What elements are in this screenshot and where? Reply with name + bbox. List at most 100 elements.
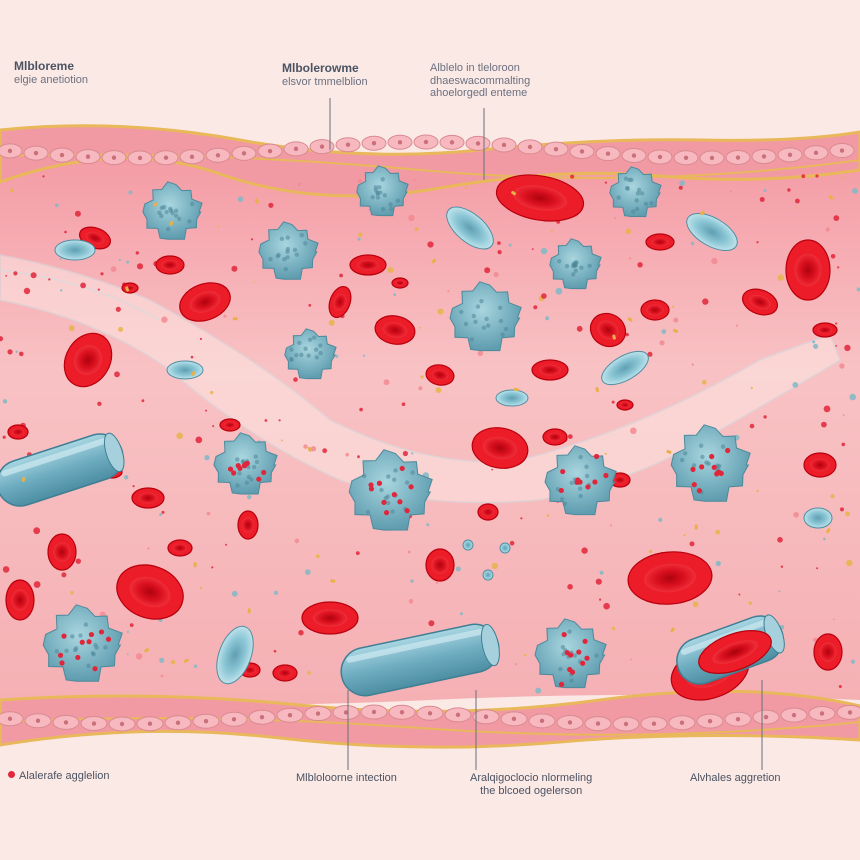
- particle: [691, 363, 694, 366]
- particle: [419, 326, 422, 329]
- particle: [541, 293, 547, 299]
- particle: [136, 263, 144, 270]
- particle: [147, 547, 150, 550]
- particle: [611, 626, 616, 631]
- particle: [777, 274, 784, 281]
- wall-cell-nucleus: [579, 149, 585, 154]
- particle: [413, 178, 416, 182]
- particle: [749, 423, 755, 429]
- wall-cell-nucleus: [527, 144, 533, 150]
- particle: [328, 319, 335, 326]
- particle: [692, 601, 699, 608]
- debris-particle: [193, 562, 197, 568]
- particle: [497, 241, 501, 245]
- wall-cell-nucleus: [7, 148, 13, 154]
- debris-particle: [513, 387, 519, 392]
- red-blood-cell: [698, 630, 772, 674]
- debris-particle: [183, 658, 189, 663]
- debris-particle: [700, 210, 705, 216]
- red-blood-cell: [477, 503, 499, 521]
- particle: [294, 538, 300, 544]
- particle: [625, 332, 629, 337]
- particle: [176, 432, 183, 440]
- platelet-disc: [216, 625, 254, 685]
- red-blood-cell: [495, 174, 585, 222]
- red-blood-cell: [121, 282, 139, 294]
- particle: [533, 305, 538, 310]
- particle: [842, 414, 845, 417]
- particle: [61, 572, 67, 578]
- particle: [199, 586, 203, 589]
- particle: [715, 560, 721, 567]
- particle: [357, 237, 361, 241]
- particle: [630, 658, 632, 661]
- wall-cell-nucleus: [267, 148, 273, 154]
- particle: [80, 282, 86, 289]
- wall-cell-nucleus: [455, 712, 461, 718]
- wall-cell-nucleus: [539, 718, 545, 724]
- particle: [23, 287, 31, 295]
- particle: [567, 584, 573, 590]
- white-blood-cell: [348, 449, 433, 531]
- particle: [160, 674, 164, 678]
- wall-cell-nucleus: [735, 155, 741, 160]
- particle: [19, 351, 24, 357]
- label-bottom-right: Alvhales aggretion: [690, 772, 781, 785]
- particle: [132, 485, 135, 488]
- particle: [7, 349, 13, 355]
- wall-cell-nucleus: [475, 141, 481, 146]
- debris-particle: [153, 202, 159, 207]
- label-top-right-line2: dhaeswacommalting: [430, 74, 531, 87]
- particle: [293, 377, 298, 382]
- debris-particle: [21, 476, 26, 482]
- particle: [546, 514, 550, 517]
- red-blood-cell: [616, 399, 634, 411]
- red-blood-cell: [47, 533, 77, 571]
- particle: [833, 215, 840, 222]
- particle: [170, 660, 176, 665]
- particle: [401, 402, 406, 407]
- debris-particle: [232, 317, 238, 321]
- label-top-left-subtitle: elgie anetiotion: [14, 73, 89, 86]
- particle: [812, 340, 816, 344]
- wall-cell-nucleus: [595, 721, 601, 726]
- particle: [414, 227, 419, 232]
- red-blood-cell: [237, 510, 259, 540]
- wall-cell-nucleus: [819, 711, 825, 716]
- wall-cell-nucleus: [397, 140, 403, 145]
- particle: [823, 405, 831, 413]
- particle: [455, 566, 461, 572]
- particle: [124, 475, 129, 480]
- red-blood-cell: [272, 664, 298, 682]
- particle: [204, 455, 210, 461]
- platelet-disc: [446, 206, 494, 250]
- white-blood-cell: [356, 165, 409, 217]
- particle: [555, 287, 563, 295]
- particle: [763, 189, 767, 192]
- particle: [715, 529, 721, 535]
- red-blood-cell: [609, 472, 631, 488]
- wall-cell-nucleus: [651, 721, 657, 726]
- red-blood-cell: [328, 285, 352, 319]
- particle: [756, 489, 759, 493]
- particle: [574, 175, 577, 178]
- particle: [75, 558, 82, 564]
- red-blood-cell: [812, 322, 838, 338]
- particle: [68, 325, 75, 332]
- red-blood-cell: [5, 579, 35, 621]
- particle: [658, 517, 663, 523]
- particle: [5, 274, 8, 277]
- particle: [520, 517, 523, 520]
- label-bottom-left: Alalerafe agglelion: [8, 770, 110, 783]
- particle: [307, 671, 311, 675]
- particle: [135, 251, 139, 255]
- red-blood-cell: [155, 255, 185, 275]
- particle: [2, 566, 10, 573]
- debris-particle: [330, 579, 336, 583]
- particle: [795, 198, 800, 204]
- wall-cell-nucleus: [483, 714, 489, 719]
- particle: [420, 375, 424, 379]
- particle: [841, 176, 843, 179]
- particle: [70, 591, 74, 595]
- red-blood-cell: [131, 487, 165, 509]
